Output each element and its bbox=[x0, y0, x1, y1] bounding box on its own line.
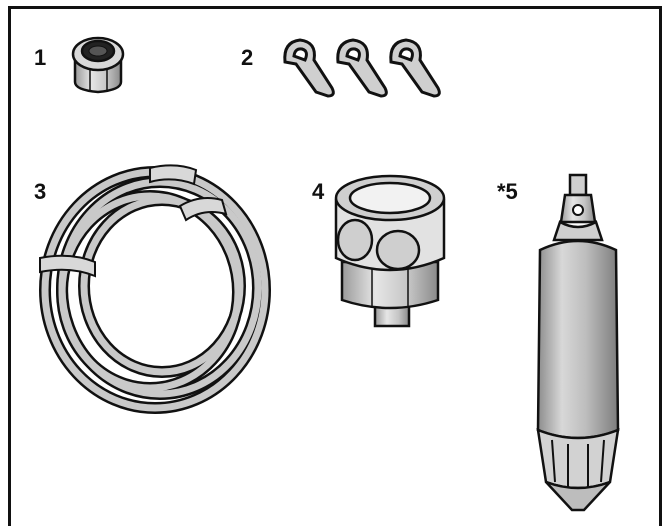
adapter-fitting-icon bbox=[334, 174, 446, 328]
part-number-1: 1 bbox=[34, 45, 47, 70]
parts-illustration bbox=[39, 36, 620, 512]
part-number-2: 2 bbox=[241, 45, 254, 70]
tube-clamps-icon bbox=[283, 38, 441, 98]
part-number-5: *5 bbox=[497, 179, 518, 204]
compression-nut-icon bbox=[71, 36, 125, 94]
water-filter-cartridge-icon bbox=[536, 173, 620, 512]
part-number-3: 3 bbox=[34, 179, 47, 204]
parts-frame bbox=[8, 6, 662, 526]
part-number-4: 4 bbox=[312, 179, 325, 204]
coiled-tubing-icon bbox=[39, 164, 271, 414]
